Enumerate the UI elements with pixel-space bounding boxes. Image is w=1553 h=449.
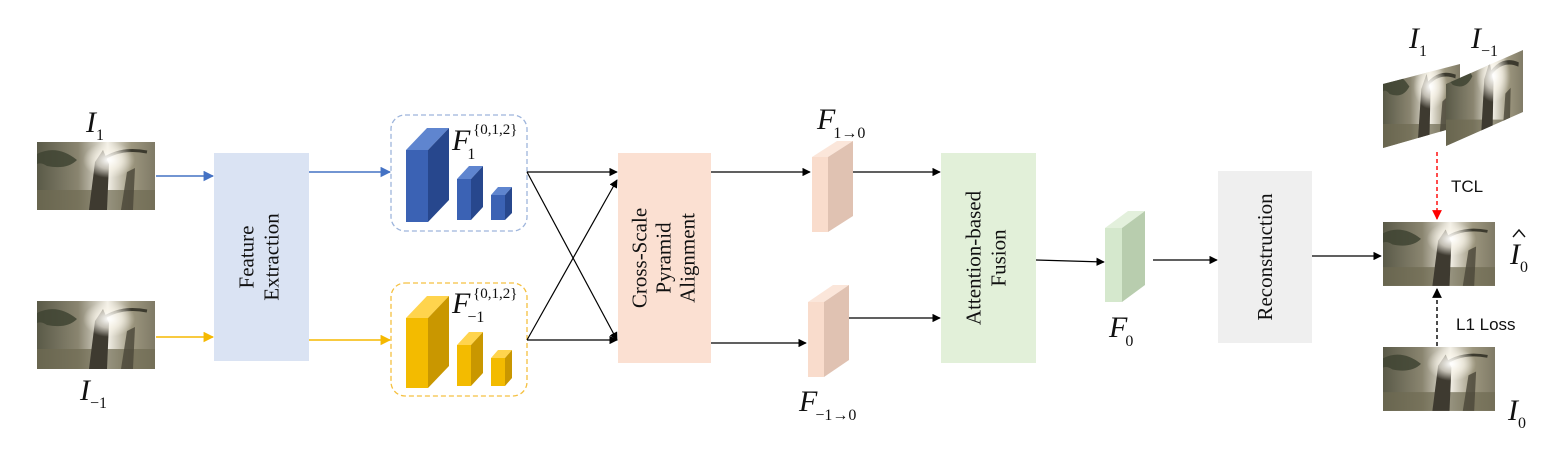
label-im1: I−1 [79, 374, 107, 412]
feature-pyramid-fm1: F−1 {0,1,2} [390, 282, 528, 397]
cube-fm1-medium [457, 332, 483, 386]
input-frame-im1 [37, 301, 155, 369]
feature-extraction-line1: Feature [235, 226, 259, 289]
label-f0: F0 [1108, 311, 1133, 350]
cross-connections [526, 167, 618, 345]
label-f1: F1 [451, 124, 475, 163]
fused-feature-f0 [1105, 211, 1145, 302]
reconstruction-block: Reconstruction [1218, 171, 1312, 343]
hat-accent [1512, 228, 1526, 238]
label-i0: I0 [1507, 394, 1526, 432]
cube-f1-medium [457, 166, 483, 220]
cube-f1-large [406, 128, 449, 222]
label-fm1-sup: {0,1,2} [473, 286, 517, 302]
cube-fm1-large [406, 296, 449, 388]
label-f1-sup: {0,1,2} [473, 122, 517, 138]
aligned-feature-f10 [812, 141, 853, 232]
tcl-label: TCL [1451, 177, 1483, 196]
output-frame [1383, 222, 1495, 286]
feature-extraction-line2: Extraction [260, 213, 284, 301]
cube-f1-small [491, 187, 512, 220]
fusion-block: Attention-based Fusion [941, 153, 1036, 363]
label-ref-i1: I1 [1408, 22, 1427, 60]
reconstruction-label: Reconstruction [1253, 193, 1277, 321]
label-i1: I1 [85, 106, 104, 144]
fusion-line2: Fusion [987, 229, 1011, 287]
cube-fm1-small [491, 350, 512, 386]
label-ref-im1: I−1 [1470, 22, 1498, 60]
label-f10: F1→0 [816, 103, 865, 142]
feature-pyramid-f1: F1 {0,1,2} [390, 114, 528, 232]
input-frame-i1 [37, 142, 155, 210]
label-i0hat: I0 [1509, 238, 1528, 276]
arrow-fusion-to-f0 [1035, 257, 1105, 266]
aligned-feature-fm10 [808, 285, 849, 377]
fusion-line1: Attention-based [962, 190, 986, 325]
ground-truth-frame [1383, 347, 1495, 411]
alignment-line1: Cross-Scale [628, 208, 652, 308]
alignment-line3: Alignment [676, 213, 700, 303]
alignment-block: Cross-Scale Pyramid Alignment [618, 153, 711, 363]
label-fm10: F−1→0 [798, 385, 856, 424]
feature-extraction-block: Feature Extraction [214, 153, 309, 361]
alignment-line2: Pyramid [652, 222, 676, 294]
label-fm1: F−1 [451, 287, 484, 326]
l1-loss-label: L1 Loss [1456, 315, 1516, 334]
